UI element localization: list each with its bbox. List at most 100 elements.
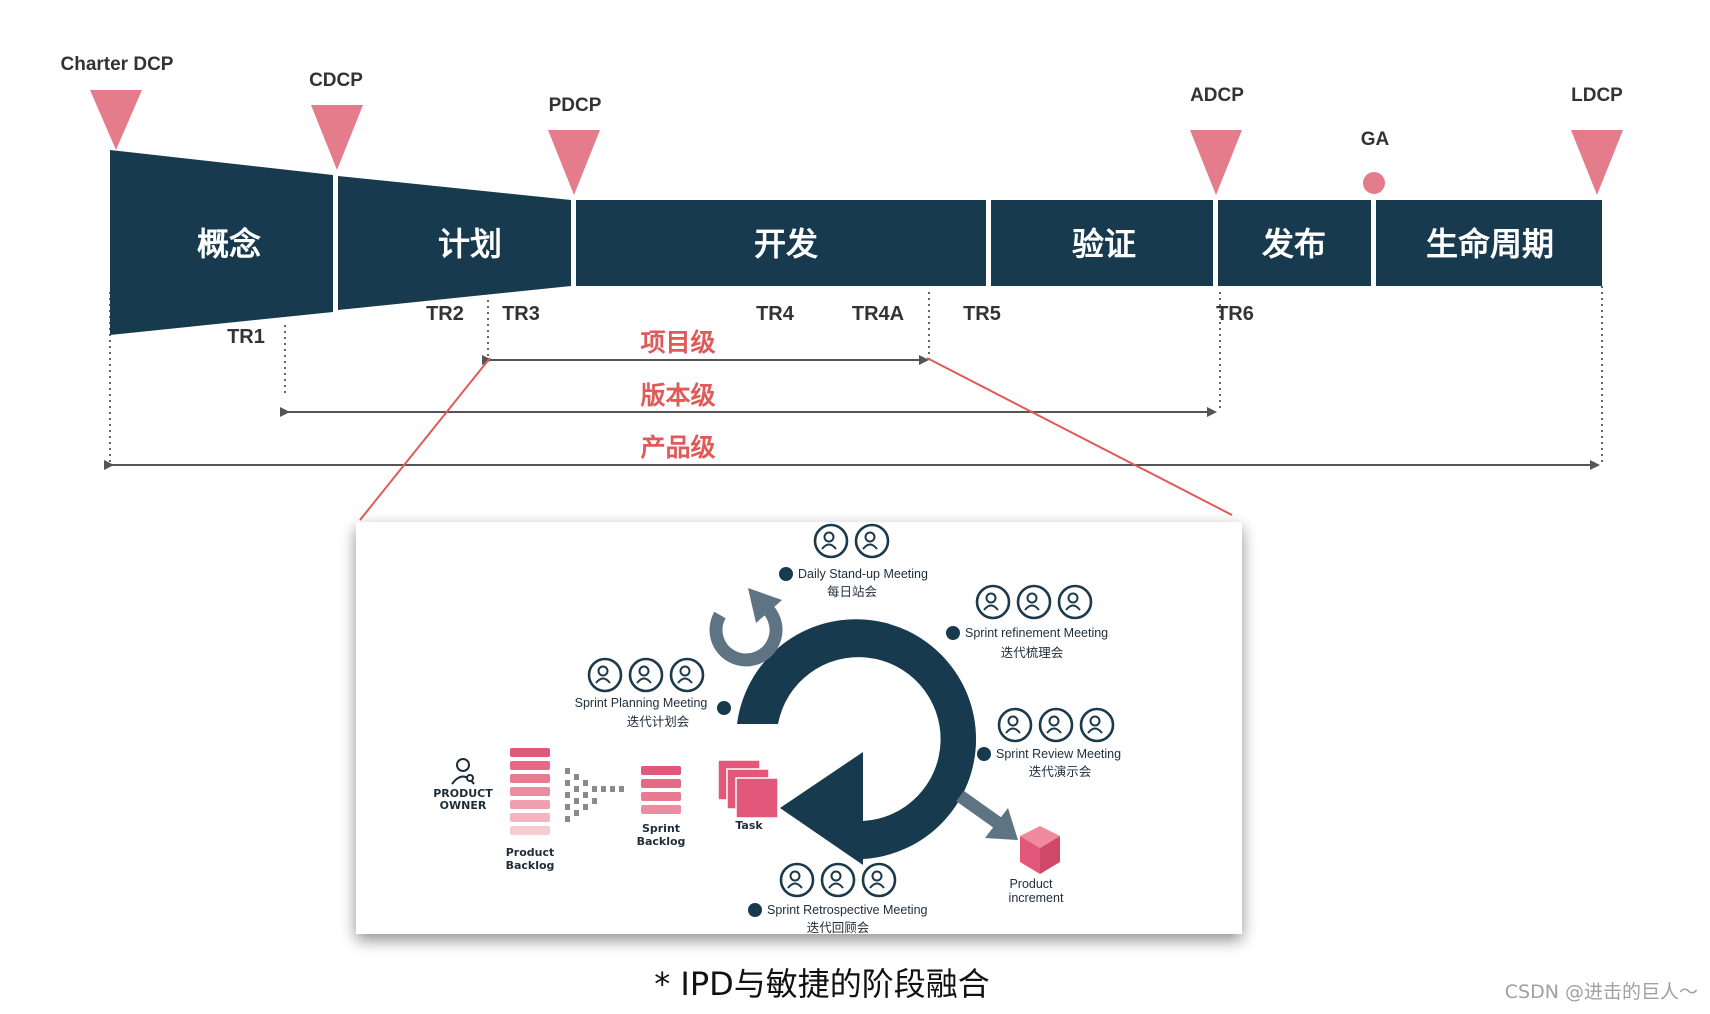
- sprint-cycle: [737, 619, 977, 865]
- sprint-backlog-item: [641, 779, 681, 788]
- phase-plan-block: [338, 176, 571, 310]
- product-owner-group: PRODUCT OWNER: [433, 758, 493, 812]
- cube-icon: [1020, 826, 1060, 874]
- sprint-retrospective-label: Sprint Retrospective Meeting: [767, 903, 928, 917]
- sprint-refinement-group: Sprint refinement Meeting 迭代梳理会: [946, 584, 1108, 660]
- zoom-line-left: [359, 357, 491, 521]
- phase-lifecycle-label: 生命周期: [1426, 225, 1554, 263]
- people-icon: [669, 657, 705, 693]
- sprint-retrospective-bullet: [748, 903, 762, 917]
- sprint-retrospective-group: Sprint Retrospective Meeting 迭代回顾会: [748, 862, 928, 935]
- tr3-label: TR3: [502, 303, 540, 325]
- milestones: Charter DCP CDCP PDCP ADCP GA LDCP: [61, 54, 1623, 195]
- people-icon: [861, 862, 897, 898]
- person-icon: [820, 862, 856, 898]
- adcp-marker: [1190, 130, 1242, 195]
- product-increment-label-2: increment: [1009, 891, 1064, 905]
- person-icon: [975, 584, 1011, 620]
- sprint-review-group: Sprint Review Meeting 迭代演示会: [977, 707, 1121, 779]
- figure-caption: * IPD与敏捷的阶段融合: [654, 965, 990, 1003]
- task-label: Task: [735, 819, 763, 832]
- daily-standup-group: Daily Stand-up Meeting 每日站会: [779, 523, 928, 599]
- sprint-retrospective-label-zh: 迭代回顾会: [807, 920, 870, 935]
- backlog-item: [510, 748, 550, 757]
- person-icon: [1038, 707, 1074, 743]
- backlog-item: [510, 826, 550, 835]
- ga-marker: [1363, 172, 1385, 194]
- zoom-line-right: [926, 357, 1233, 516]
- phase-release-label: 发布: [1262, 225, 1326, 263]
- sprint-backlog-label: Sprint: [642, 822, 680, 835]
- charter-dcp-label: Charter DCP: [61, 54, 174, 75]
- sprint-refinement-bullet: [946, 626, 960, 640]
- sprint-backlog-group: Sprint Backlog: [637, 766, 686, 848]
- product-owner-icon: [451, 758, 475, 785]
- adcp-label: ADCP: [1190, 85, 1244, 106]
- phase-lifecycle-block: [1376, 200, 1602, 286]
- pdcp-label: PDCP: [549, 95, 602, 116]
- person-icon: [779, 862, 815, 898]
- phase-verify-block: [991, 200, 1213, 286]
- phase-develop-label: 开发: [754, 225, 818, 263]
- tr6-label: TR6: [1216, 303, 1254, 325]
- task-group: Task: [717, 759, 779, 832]
- ldcp-label: LDCP: [1571, 85, 1623, 106]
- people-icon: [1079, 707, 1115, 743]
- level-arrows: 项目级 版本级 产品级: [104, 328, 1600, 470]
- backlog-item: [510, 761, 550, 770]
- people-icon: [1057, 584, 1093, 620]
- person-icon: [587, 657, 623, 693]
- daily-standup-label: Daily Stand-up Meeting: [798, 567, 928, 581]
- backlog-item: [510, 787, 550, 796]
- sprint-refinement-label-zh: 迭代梳理会: [1001, 645, 1064, 660]
- phase-develop-block: [576, 200, 986, 286]
- backlog-item: [510, 774, 550, 783]
- tr4a-label: TR4A: [852, 303, 904, 325]
- daily-cycle-ring: [709, 595, 783, 667]
- tr1-label: TR1: [227, 326, 265, 348]
- product-increment-group: Product increment: [1009, 826, 1064, 905]
- tr5-label: TR5: [963, 303, 1001, 325]
- phase-release-block: [1218, 200, 1371, 286]
- sprint-review-label: Sprint Review Meeting: [996, 747, 1121, 761]
- daily-standup-label-zh: 每日站会: [827, 584, 878, 599]
- sprint-backlog-item: [641, 766, 681, 775]
- backlog-item: [510, 813, 550, 822]
- product-backlog-group: Product Backlog: [506, 748, 555, 872]
- sprint-backlog-item: [641, 792, 681, 801]
- sprint-refinement-label: Sprint refinement Meeting: [965, 626, 1108, 640]
- sprint-planning-group: Sprint Planning Meeting 迭代计划会: [575, 657, 731, 729]
- phase-concept-label: 概念: [197, 225, 261, 263]
- daily-standup-bullet: [779, 567, 793, 581]
- scrum-panel: Daily Stand-up Meeting 每日站会 Sprint refin…: [356, 522, 1242, 935]
- ga-label: GA: [1361, 129, 1390, 150]
- product-backlog-label-2: Backlog: [506, 859, 555, 872]
- cdcp-marker: [311, 105, 363, 170]
- phase-concept-block: [110, 150, 333, 335]
- sprint-review-bullet: [977, 747, 991, 761]
- backlog-item: [510, 800, 550, 809]
- task-card: [735, 777, 779, 819]
- sprint-backlog-label-2: Backlog: [637, 835, 686, 848]
- sprint-backlog-item: [641, 805, 681, 814]
- daily-cycle-icon: [709, 588, 783, 667]
- pdcp-marker: [548, 130, 600, 195]
- project-level-label: 项目级: [640, 328, 715, 357]
- dotted-guides: [109, 286, 1603, 465]
- tr4-label: TR4: [756, 303, 795, 325]
- phase-plan-label: 计划: [438, 225, 502, 263]
- version-level-label: 版本级: [639, 381, 715, 410]
- person-icon: [628, 657, 664, 693]
- daily-cycle-arrowhead: [748, 588, 782, 623]
- tr2-label: TR2: [426, 303, 464, 325]
- product-level-label: 产品级: [640, 433, 715, 462]
- sprint-cycle-arrowhead: [780, 752, 863, 865]
- product-owner-label: PRODUCT: [433, 787, 493, 800]
- person-icon: [1016, 584, 1052, 620]
- phase-verify-label: 验证: [1072, 225, 1136, 263]
- sprint-planning-label: Sprint Planning Meeting: [575, 696, 708, 710]
- product-owner-label-2: OWNER: [440, 799, 487, 812]
- sprint-review-label-zh: 迭代演示会: [1029, 764, 1092, 779]
